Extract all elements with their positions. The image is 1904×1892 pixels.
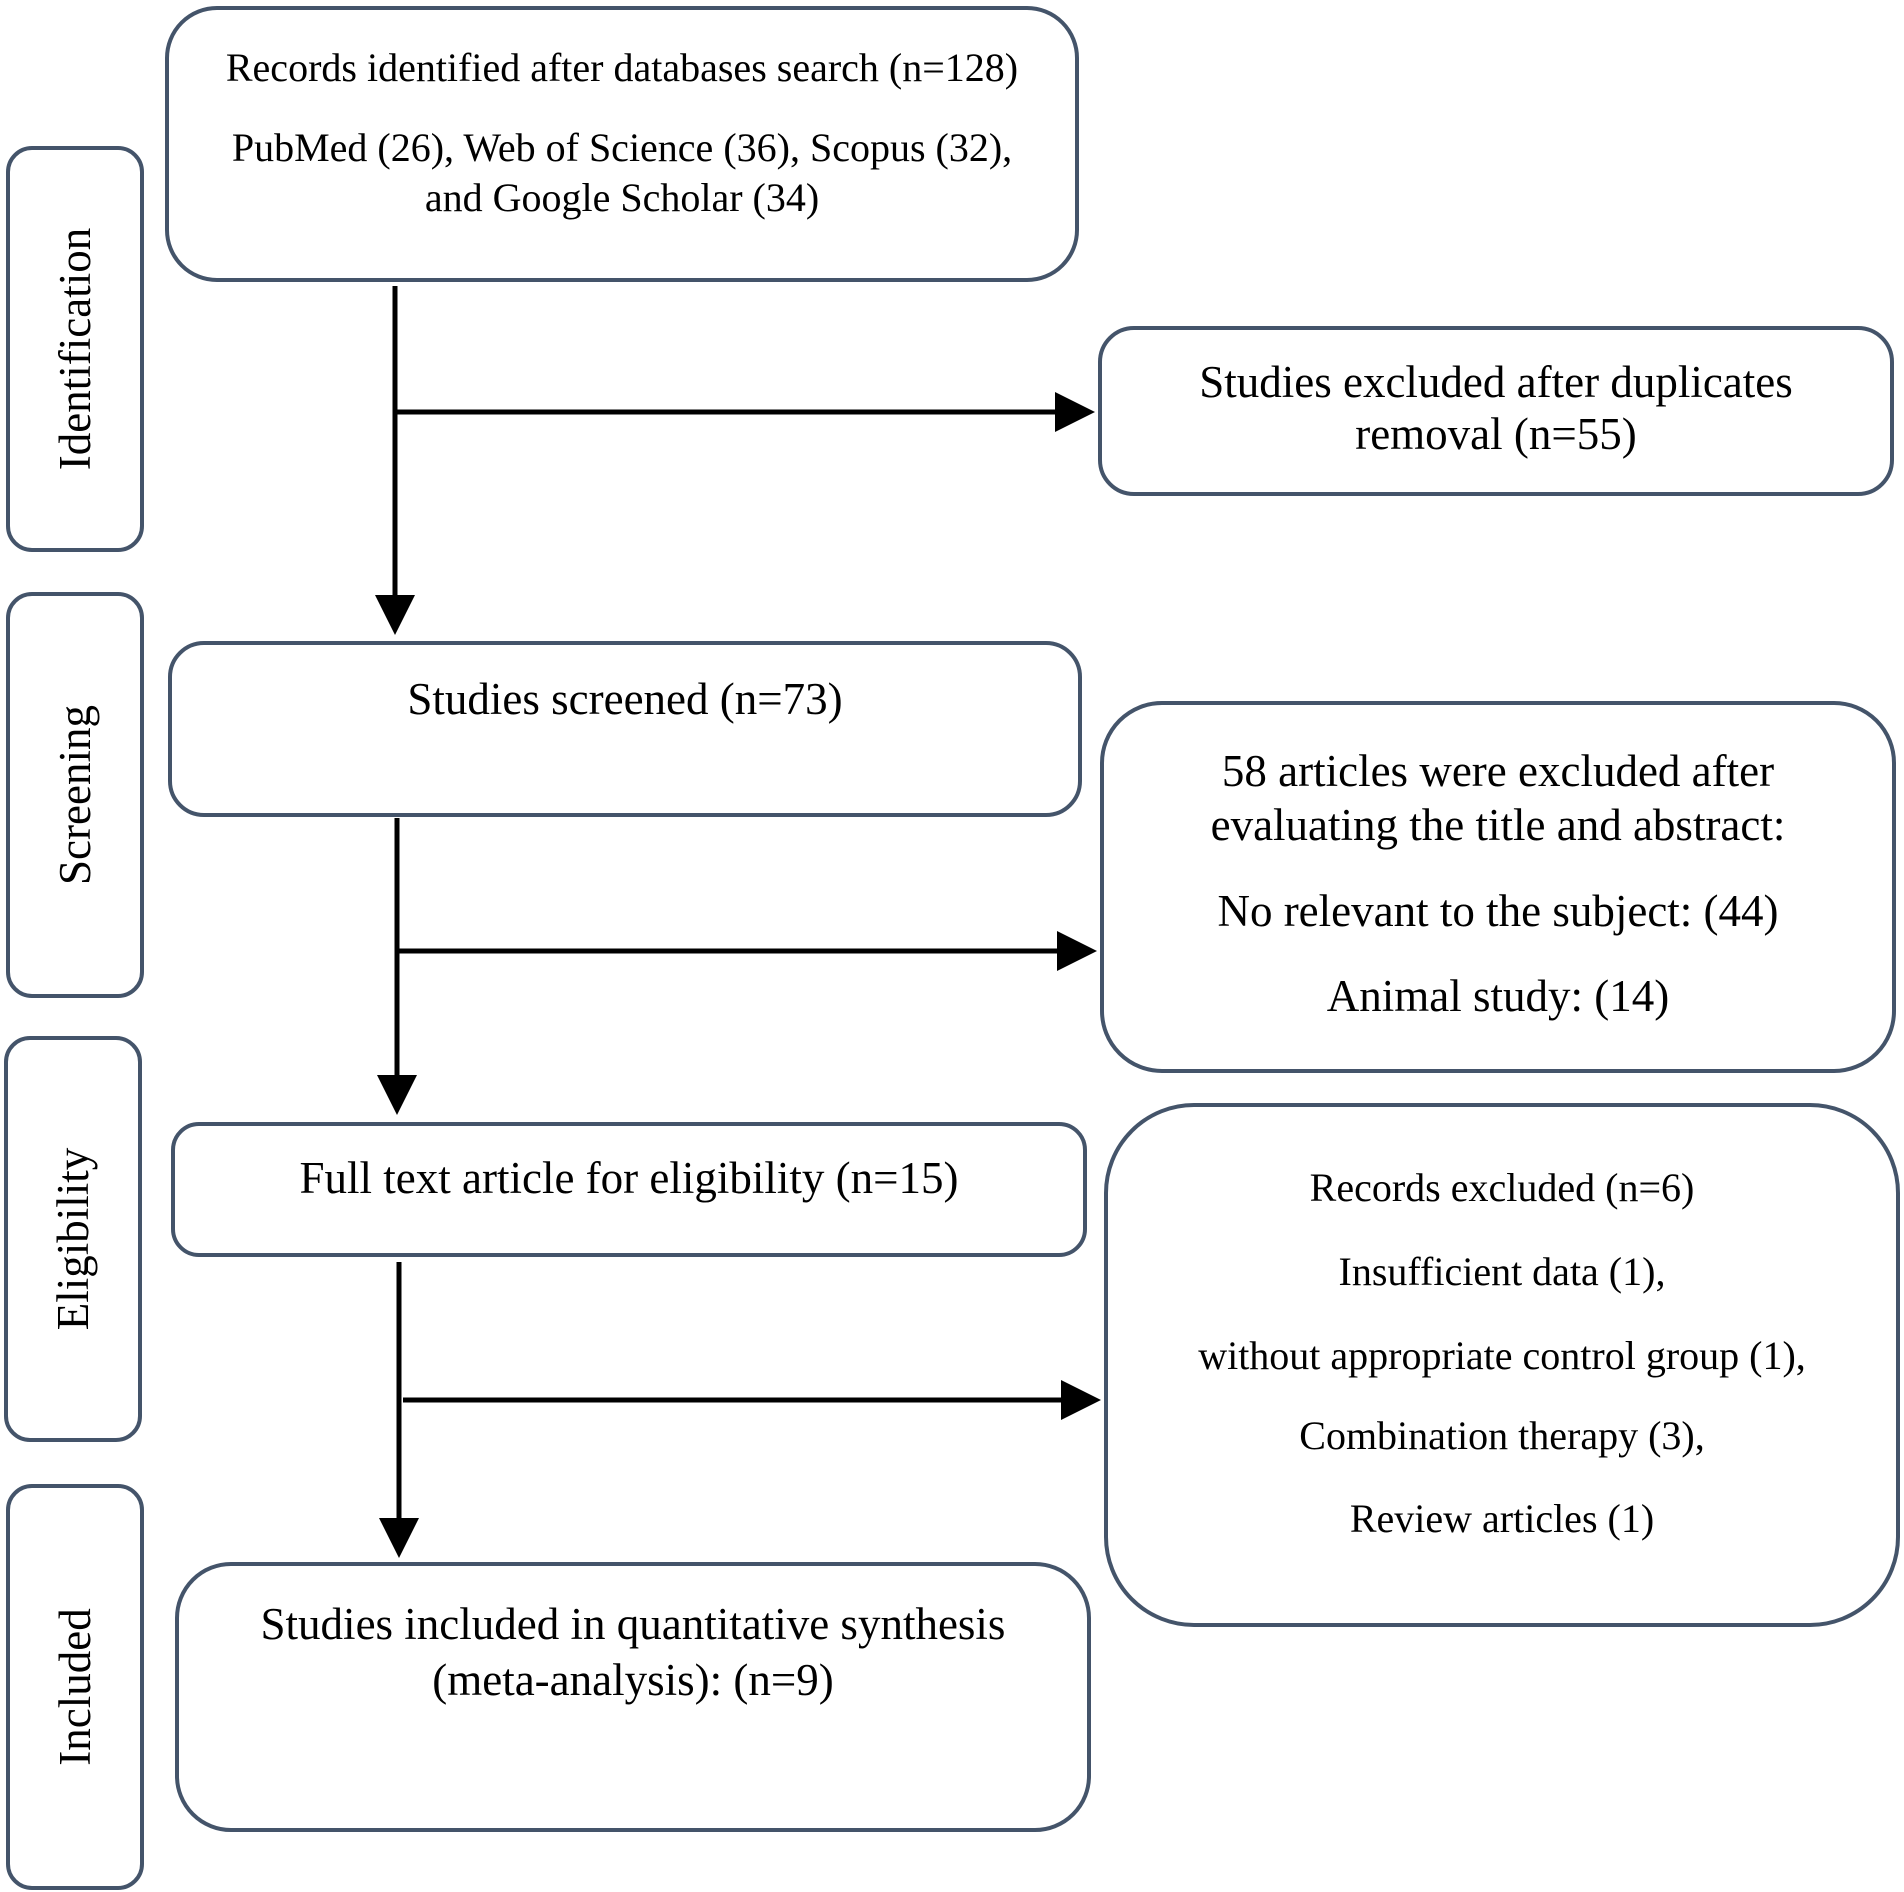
phase-screening: Screening (6, 592, 144, 998)
records-excluded-reason-combination: Combination therapy (3), (1299, 1413, 1705, 1458)
included-studies-line1: Studies included in quantitative synthes… (260, 1599, 1006, 1649)
excluded-title-abstract-box: 58 articles were excluded after evaluati… (1100, 701, 1896, 1073)
exclusion-reason-not-relevant: No relevant to the subject: (44) (1217, 886, 1779, 936)
records-excluded-reason-review: Review articles (1) (1349, 1496, 1655, 1541)
duplicates-removed-line2: removal (n=55) (1355, 409, 1637, 459)
phase-identification: Identification (6, 146, 144, 552)
studies-screened-title: Studies screened (n=73) (407, 674, 843, 724)
records-excluded-reason-insufficient-data: Insufficient data (1), (1338, 1249, 1666, 1294)
records-sources-line2: and Google Scholar (34) (424, 175, 820, 220)
full-text-box: Full text article for eligibility (n=15) (171, 1122, 1087, 1257)
records-excluded-box: Records excluded (n=6) Insufficient data… (1104, 1103, 1900, 1627)
phase-eligibility: Eligibility (4, 1036, 142, 1442)
exclusion-reason-animal-study: Animal study: (14) (1326, 971, 1670, 1021)
included-studies-box: Studies included in quantitative synthes… (175, 1562, 1091, 1832)
records-identified-title: Records identified after databases searc… (225, 45, 1019, 90)
full-text-title: Full text article for eligibility (n=15) (299, 1153, 959, 1203)
records-identified-box: Records identified after databases searc… (165, 6, 1079, 282)
duplicates-removed-line1: Studies excluded after duplicates (1199, 357, 1793, 407)
excluded-title-abstract-line1: 58 articles were excluded after (1221, 746, 1775, 796)
records-sources-line1: PubMed (26), Web of Science (36), Scopus… (231, 125, 1013, 170)
studies-screened-box: Studies screened (n=73) (168, 641, 1082, 817)
duplicates-removed-box: Studies excluded after duplicates remova… (1098, 326, 1894, 496)
excluded-title-abstract-line2: evaluating the title and abstract: (1210, 800, 1786, 850)
records-excluded-reason-no-control: without appropriate control group (1), (1198, 1333, 1806, 1378)
included-studies-line2: (meta-analysis): (n=9) (432, 1655, 834, 1705)
records-excluded-title: Records excluded (n=6) (1309, 1165, 1695, 1210)
phase-included: Included (6, 1484, 144, 1890)
